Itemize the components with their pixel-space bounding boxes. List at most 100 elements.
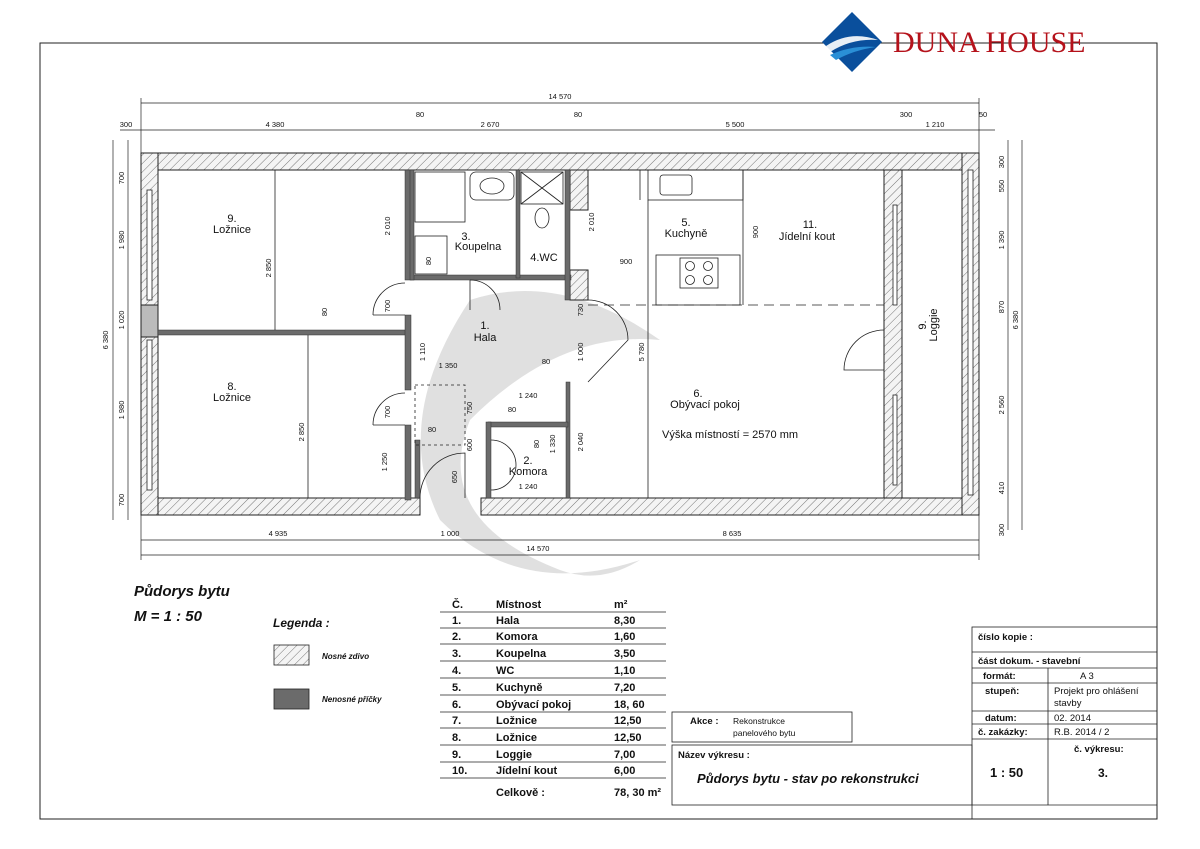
svg-text:5.: 5. xyxy=(452,682,461,694)
dim-top-6: 5 500 xyxy=(726,120,745,129)
legend-swatch-partition xyxy=(273,688,310,710)
svg-text:700: 700 xyxy=(383,406,392,419)
dim-bottom-3: 8 635 xyxy=(723,529,742,538)
inner-dimensions: 2 850 80 2 850 2 010 700 80 1 110 1 350 … xyxy=(264,213,760,491)
table-header-area: m² xyxy=(614,599,628,611)
document-part: část dokum. - stavební xyxy=(978,656,1081,667)
svg-text:Loggie: Loggie xyxy=(496,749,532,761)
dim-right-4: 870 xyxy=(997,301,1006,314)
room-3-number: 3. xyxy=(461,231,470,243)
svg-text:WC: WC xyxy=(496,665,514,677)
stage-label: stupeň: xyxy=(985,686,1019,697)
dim-top-7: 300 xyxy=(900,110,913,119)
svg-text:Ložnice: Ložnice xyxy=(496,732,537,744)
svg-text:5 780: 5 780 xyxy=(637,343,646,362)
svg-text:8.: 8. xyxy=(452,732,461,744)
room-2-number: 2. xyxy=(523,455,532,467)
svg-text:1 000: 1 000 xyxy=(576,343,585,362)
order-label: č. zakázky: xyxy=(978,727,1028,738)
room-table xyxy=(440,611,666,779)
svg-text:700: 700 xyxy=(383,300,392,313)
partitions xyxy=(157,169,572,501)
windows xyxy=(146,169,974,496)
svg-text:2.: 2. xyxy=(452,631,461,643)
room-11-name: Jídelní kout xyxy=(779,231,835,243)
room-6-name: Obývací pokoj xyxy=(670,399,740,411)
svg-text:10.: 10. xyxy=(452,765,467,777)
action-value-2: panelového bytu xyxy=(733,728,796,738)
svg-text:1,60: 1,60 xyxy=(614,631,635,643)
room-11-number: 11. xyxy=(803,219,817,231)
svg-text:Hala: Hala xyxy=(496,615,520,627)
room-1-name: Hala xyxy=(474,332,498,344)
svg-text:900: 900 xyxy=(751,226,760,239)
watermark xyxy=(420,291,660,576)
dim-top-1: 300 xyxy=(120,120,133,129)
stage-value-1: Projekt pro ohlášení xyxy=(1054,686,1139,697)
drawing-no-label: č. výkresu: xyxy=(1074,744,1124,755)
dim-left-total: 6 380 xyxy=(101,331,110,350)
dim-right-6: 410 xyxy=(997,482,1006,495)
svg-text:80: 80 xyxy=(320,308,329,316)
room-4-label: 4.WC xyxy=(530,252,558,264)
dim-bottom-1: 4 935 xyxy=(269,529,288,538)
room-7-number: 9. xyxy=(227,213,236,225)
svg-text:80: 80 xyxy=(428,425,436,434)
svg-text:8,30: 8,30 xyxy=(614,615,635,627)
svg-text:2 010: 2 010 xyxy=(383,217,392,236)
svg-text:Ložnice: Ložnice xyxy=(496,715,537,727)
room-height-note: Výška místností = 2570 mm xyxy=(662,429,798,441)
dim-top-total: 14 570 xyxy=(549,92,572,101)
room-9-number: 9. xyxy=(917,320,929,329)
svg-text:18, 60: 18, 60 xyxy=(614,699,645,711)
legend-item-partition: Nenosné příčky xyxy=(322,695,382,704)
room-3-name: Koupelna xyxy=(455,241,502,253)
dim-left-4: 1 980 xyxy=(117,401,126,420)
fixtures xyxy=(274,169,884,498)
svg-text:650: 650 xyxy=(450,471,459,484)
drawing-title: Půdorys bytu xyxy=(134,583,230,600)
room-7-name: Ložnice xyxy=(213,224,251,236)
svg-text:Koupelna: Koupelna xyxy=(496,648,547,660)
svg-text:7,20: 7,20 xyxy=(614,682,635,694)
dim-right-1: 300 xyxy=(997,156,1006,169)
svg-text:600: 600 xyxy=(465,439,474,452)
legend-swatch-bearing xyxy=(273,644,310,666)
svg-text:2 010: 2 010 xyxy=(587,213,596,232)
room-1-number: 1. xyxy=(480,320,489,332)
dim-left-5: 700 xyxy=(117,494,126,507)
svg-text:6.: 6. xyxy=(452,699,461,711)
format-label: formát: xyxy=(983,671,1016,682)
dim-top-8: 1 210 xyxy=(926,120,945,129)
action-value-1: Rekonstrukce xyxy=(733,716,785,726)
dim-top-3: 80 xyxy=(416,110,424,119)
svg-text:2 040: 2 040 xyxy=(576,433,585,452)
svg-text:1 350: 1 350 xyxy=(439,361,458,370)
svg-text:730: 730 xyxy=(576,304,585,317)
copy-number-label: číslo kopie : xyxy=(978,632,1033,643)
svg-text:2 850: 2 850 xyxy=(264,259,273,278)
dim-top-5: 80 xyxy=(574,110,582,119)
dim-top-4: 2 670 xyxy=(481,120,500,129)
svg-text:7,00: 7,00 xyxy=(614,749,635,761)
room-5-number: 5. xyxy=(681,217,690,229)
svg-text:12,50: 12,50 xyxy=(614,732,642,744)
dim-left-3: 1 020 xyxy=(117,311,126,330)
legend-item-bearing: Nosné zdivo xyxy=(322,652,369,661)
svg-text:80: 80 xyxy=(532,440,541,448)
format-value: A 3 xyxy=(1080,671,1094,682)
svg-text:6,00: 6,00 xyxy=(614,765,635,777)
dim-right-3: 1 390 xyxy=(997,231,1006,250)
drawing-no-value: 3. xyxy=(1098,766,1108,780)
svg-text:1 330: 1 330 xyxy=(548,435,557,454)
room-6-number: 6. xyxy=(693,388,702,400)
svg-text:Jídelní kout: Jídelní kout xyxy=(496,765,557,777)
dim-right-total: 6 380 xyxy=(1011,311,1020,330)
dim-top-2: 4 380 xyxy=(266,120,285,129)
svg-text:750: 750 xyxy=(465,402,474,415)
room-8-number: 8. xyxy=(227,381,236,393)
room-5-name: Kuchyně xyxy=(665,228,708,240)
svg-text:Komora: Komora xyxy=(496,631,538,643)
room-9-name: Loggie xyxy=(928,308,940,341)
